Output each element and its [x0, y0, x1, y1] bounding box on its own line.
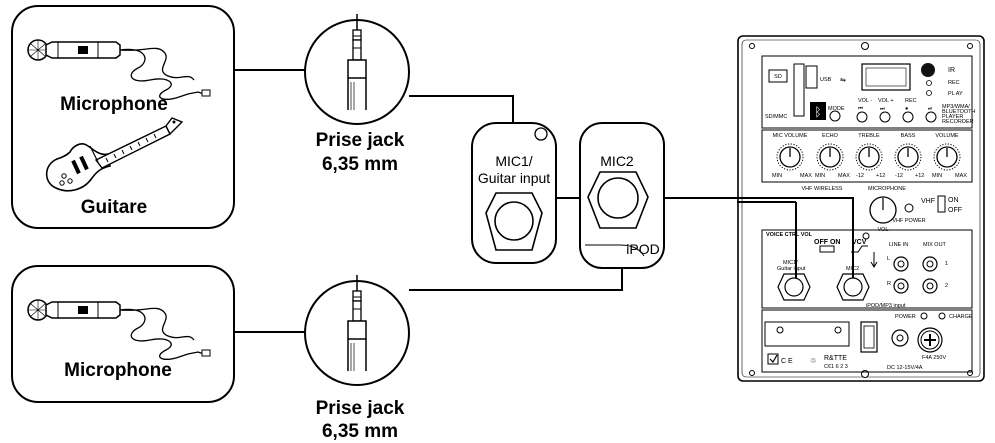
vhf-section: VHF WIRELESS MICROPHONE VOL VHF POWER VH…	[761, 186, 973, 309]
vcv-label: VCV	[852, 239, 867, 246]
voice-ctrl-label: VOICE CTRL VOL	[766, 232, 813, 238]
vhf-power-label: VHF POWER	[892, 218, 925, 224]
vhf-wireless-label: VHF WIRELESS	[802, 186, 843, 192]
mp3-line4: RECORDER	[942, 119, 974, 125]
panel-mic1-label-2: Guitar input	[777, 266, 806, 272]
mp3-line2: BLUETOOTH	[942, 109, 976, 115]
line-in-r-label: R	[887, 281, 891, 287]
bluetooth-icon: ᛒ	[814, 105, 821, 119]
ipod-mp3-label: iPOD/MP3 input	[866, 303, 906, 309]
jack-2-label-line1: Prise jack	[316, 398, 405, 419]
power-label: POWER	[895, 314, 916, 320]
source-box-2: Microphone	[11, 265, 235, 403]
off-on-label: OFF ON	[814, 239, 840, 246]
microphone-label: MICROPHONE	[868, 186, 906, 192]
knob-max: MAX	[800, 173, 812, 179]
amplifier-panel: SD SD/MMC USB ⇋ IR REC PL AY ᛒ MODE VOL …	[737, 35, 985, 382]
usb-icon: ⇋	[840, 77, 846, 84]
vhf-label: VHF	[921, 198, 935, 205]
vhf-on-label: ON	[948, 197, 959, 204]
mix-out-label: MIX OUT	[923, 242, 947, 248]
mode-label: MODE	[828, 106, 845, 112]
prev-icon: ⏮	[858, 106, 863, 112]
sd-mmc-label: SD/MMC	[765, 114, 787, 120]
line-in-l-label: L	[887, 256, 890, 262]
fuse-label: F4A 250V	[922, 355, 946, 361]
input-1-label-line2: Guitar input	[478, 170, 550, 186]
mp3-line3: PLAYER	[942, 114, 963, 120]
record-icon: ●	[905, 106, 908, 112]
next-icon: ⏭	[880, 106, 885, 112]
input-2-ipod-label: iPOD	[626, 241, 659, 257]
knob-label: TREBLE	[858, 133, 880, 139]
weee-icon: ♲	[810, 358, 816, 365]
source-1-mic-label: Microphone	[60, 94, 168, 115]
vol-minus-label: VOL -	[858, 98, 872, 104]
power-section: POWER CHARGE F4A 250V DC 12-15V/4A C E ♲…	[761, 309, 973, 373]
knob-m12: -12	[895, 173, 903, 179]
player-module: SD SD/MMC USB ⇋ IR REC PL AY ᛒ MODE VOL …	[761, 55, 976, 129]
wire-jack2-mic2	[409, 268, 623, 291]
ce-number: C€1 6 2 3	[824, 364, 848, 370]
usb-label: USB	[820, 77, 832, 83]
play-indicator-label: PL AY	[948, 91, 963, 97]
rec-button-label: REC	[905, 98, 917, 104]
source-1-guitar-label: Guitare	[81, 197, 148, 218]
knob-min: MIN	[772, 173, 782, 179]
jack-1-label-line1: Prise jack	[316, 130, 405, 151]
knob-label: MIC VOLUME	[773, 133, 808, 139]
mix-out-2-label: 2	[945, 283, 948, 289]
charge-label: CHARGE	[949, 314, 973, 320]
vol-plus-label: VOL +	[878, 98, 894, 104]
ce-mark: C E	[781, 358, 793, 365]
source-box-1: Microphone Guitare	[11, 5, 235, 229]
input-1-label-line1: MIC1/	[495, 153, 532, 169]
rtte-label: R&TTE	[824, 355, 847, 362]
panel-mic1-label-1: MIC1/	[783, 260, 798, 266]
knob-min: MIN	[932, 173, 942, 179]
knob-p12: +12	[915, 173, 924, 179]
knob-max: MAX	[838, 173, 850, 179]
knob-max: MAX	[955, 173, 967, 179]
sd-label: SD	[774, 74, 782, 80]
input-2-label: MIC2	[600, 153, 634, 169]
knob-min: MIN	[815, 173, 825, 179]
guitar-icon	[45, 117, 184, 192]
jack-1-label-line2: 6,35 mm	[322, 154, 398, 175]
knob-m12: -12	[856, 173, 864, 179]
mp3-line1: MP3/WMA/	[942, 104, 970, 110]
jack-2-label-line2: 6,35 mm	[322, 421, 398, 442]
vhf-off-label: OFF	[948, 207, 962, 214]
rec-indicator-label: REC	[948, 80, 960, 86]
wire-panel-mic2	[737, 197, 854, 278]
mix-out-1-label: 1	[945, 261, 948, 267]
knob-label: VOLUME	[935, 133, 959, 139]
play-pause-icon: ⏯	[928, 106, 932, 112]
knob-row: MIC VOLUME ECHO TREBLE BASS VOLUME MIN M…	[761, 129, 973, 183]
jack-plug-1: Prise jack 6,35 mm	[304, 13, 410, 175]
line-in-label: LINE IN	[889, 242, 908, 248]
knob-label: ECHO	[822, 133, 839, 139]
jack-plug-2: Prise jack 6,35 mm	[304, 274, 410, 442]
input-mic1-guitar: MIC1/ Guitar input	[471, 122, 557, 264]
source-2-mic-label: Microphone	[64, 360, 172, 381]
ir-label: IR	[948, 67, 955, 74]
wire-jack1-mic1	[409, 95, 514, 123]
dc-label: DC 12-15V/4A	[887, 365, 923, 371]
knob-label: BASS	[901, 133, 916, 139]
knob-p12: +12	[876, 173, 885, 179]
input-mic2: MIC2 iPOD	[579, 122, 665, 269]
